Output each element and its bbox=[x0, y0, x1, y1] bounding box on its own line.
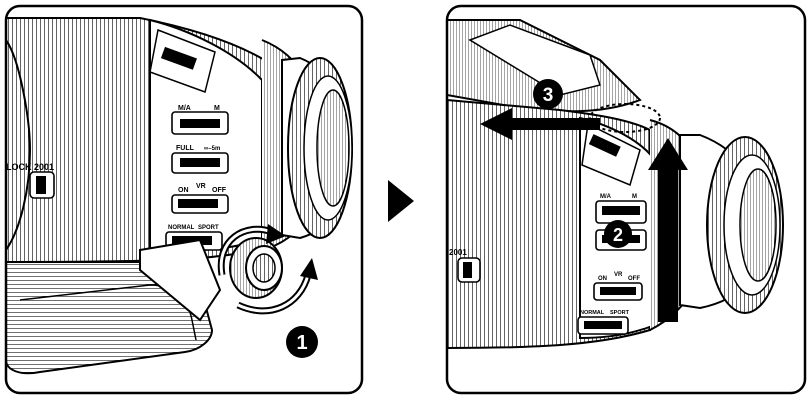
focus-label-range: ∞–5m bbox=[204, 146, 220, 152]
r-focus-mode-switch[interactable] bbox=[602, 206, 640, 215]
r-vr-off-label: OFF bbox=[628, 276, 640, 282]
rotate-arrow-icon bbox=[217, 224, 318, 315]
lock-label: LOCK 2001 bbox=[6, 162, 54, 172]
step-1-label: 1 bbox=[296, 332, 307, 354]
play-triangle-icon bbox=[388, 180, 414, 222]
step-marker-2: 2 bbox=[604, 220, 632, 248]
r-mode-label-m: M bbox=[632, 194, 637, 200]
vr-mode-normal: NORMAL bbox=[168, 225, 195, 231]
step-2-label: 2 bbox=[613, 225, 623, 245]
arrow-up-icon bbox=[648, 138, 688, 322]
r-vr-label: VR bbox=[614, 272, 623, 278]
r-lock-label: 2001 bbox=[449, 248, 467, 257]
r-vr-mode-sport: SPORT bbox=[610, 310, 630, 316]
r-lock-switch[interactable] bbox=[463, 262, 472, 278]
mode-label-ma: M/A bbox=[178, 105, 191, 112]
arrow-left-icon bbox=[480, 108, 600, 140]
step-3-label: 3 bbox=[543, 85, 554, 106]
vr-mode-sport: SPORT bbox=[198, 225, 219, 231]
vr-label: VR bbox=[196, 183, 206, 190]
r-mode-label-ma: M/A bbox=[600, 194, 612, 200]
lock-switch[interactable] bbox=[36, 176, 46, 194]
step-marker-1: 1 bbox=[286, 326, 318, 358]
left-panel: M/A M FULL ∞–5m ON VR OFF NORMAL SPORT L… bbox=[6, 17, 354, 375]
r-vr-mode-switch[interactable] bbox=[584, 321, 622, 329]
r-vr-mode-normal: NORMAL bbox=[580, 310, 605, 316]
mode-label-m: M bbox=[214, 105, 220, 112]
right-panel: M/A M ON VR OFF NORMAL SPORT 2001 bbox=[447, 19, 784, 350]
vr-switch[interactable] bbox=[178, 199, 218, 208]
r-vr-switch[interactable] bbox=[600, 287, 636, 295]
vr-off-label: OFF bbox=[212, 187, 227, 194]
focus-label-full: FULL bbox=[176, 145, 195, 152]
right-panel-frame bbox=[445, 4, 807, 395]
vr-on-label: ON bbox=[178, 187, 189, 194]
step-marker-3: 3 bbox=[533, 79, 563, 109]
r-vr-on-label: ON bbox=[598, 276, 607, 282]
focus-limit-switch[interactable] bbox=[180, 158, 220, 167]
focus-mode-switch[interactable] bbox=[180, 119, 220, 128]
left-panel-frame bbox=[4, 4, 364, 395]
